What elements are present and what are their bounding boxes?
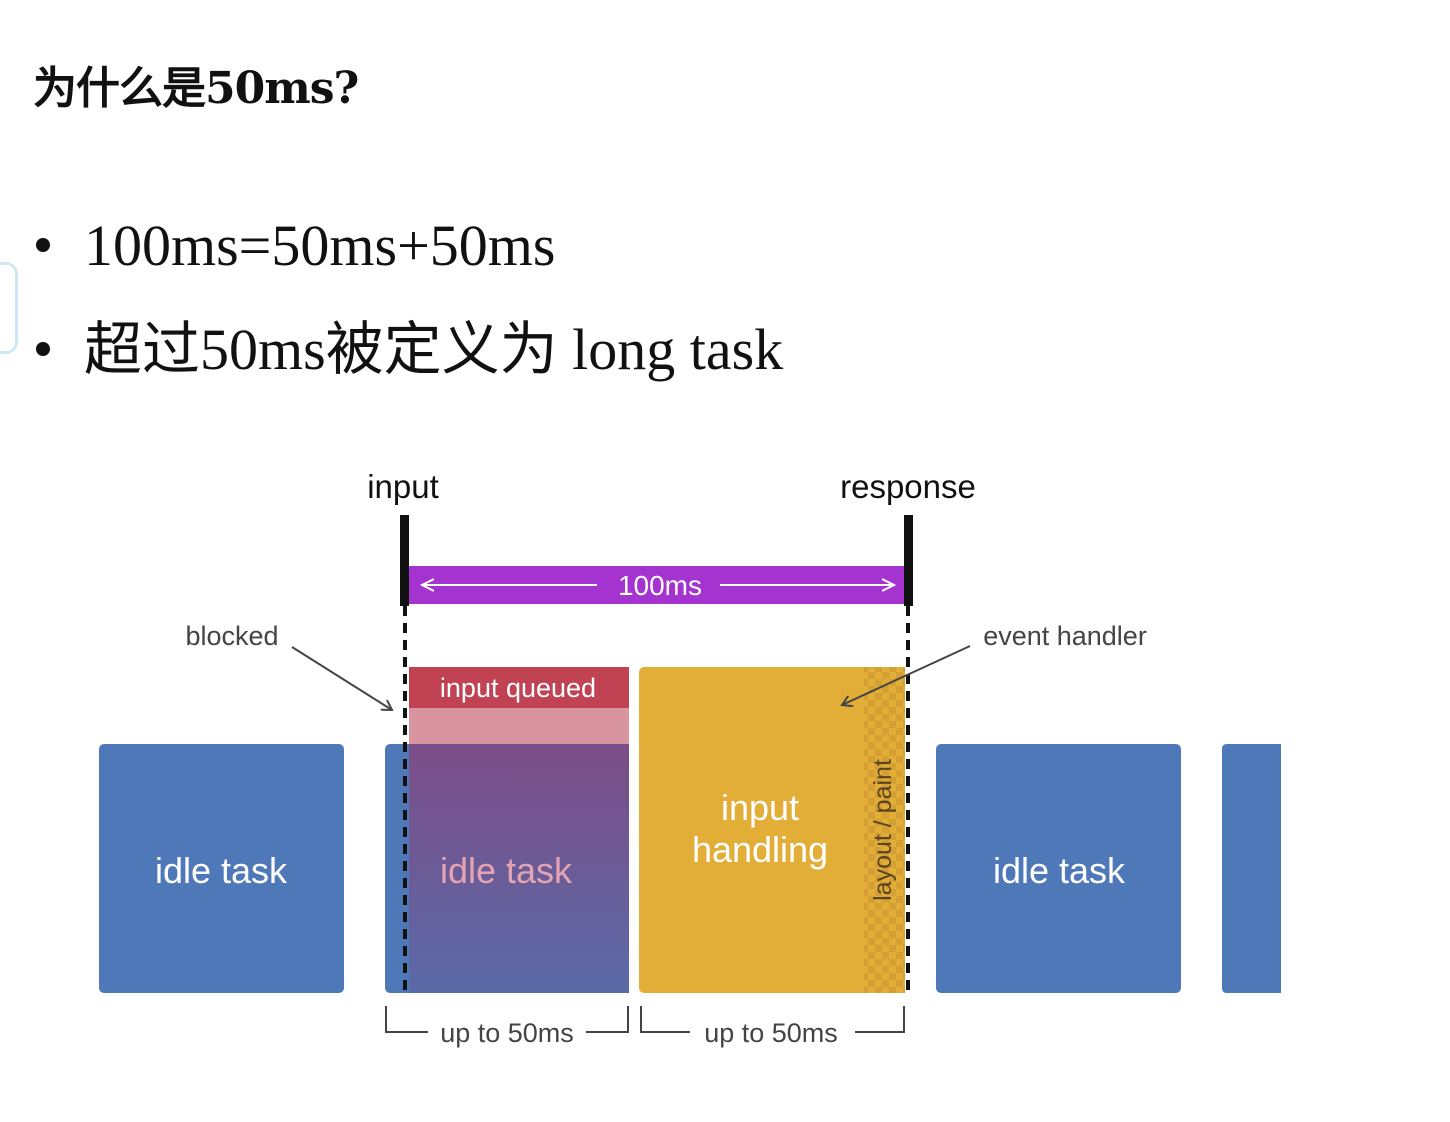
input-queued-bar xyxy=(409,667,629,708)
bullet-text-2: 超过50ms被定义为 long task xyxy=(84,317,784,382)
layout-paint-label: layout / paint xyxy=(869,759,897,901)
bullet-dot xyxy=(36,342,50,356)
idle-task-block-4 xyxy=(1222,744,1281,993)
bullet-item-1: 100ms=50ms+50ms xyxy=(30,210,783,314)
bracket-2 xyxy=(640,1006,905,1033)
event-handler-arrow xyxy=(842,645,971,705)
input-handling-label-line2: handling xyxy=(692,829,828,870)
idle-task-label-3: idle task xyxy=(993,850,1126,891)
idle-task-label-1: idle task xyxy=(155,850,288,891)
idle-task-label-2: idle task xyxy=(440,850,573,891)
bullet-list: 100ms=50ms+50ms 超过50ms被定义为 long task xyxy=(30,210,783,418)
idle-task-block-3 xyxy=(936,744,1181,993)
input-handling-label-line1: input xyxy=(721,787,799,828)
bracket-1 xyxy=(385,1006,629,1033)
edge-decoration xyxy=(0,262,18,354)
bullet-item-2: 超过50ms被定义为 long task xyxy=(30,314,783,418)
input-handling-block xyxy=(639,667,905,993)
bullet-dot xyxy=(36,238,50,252)
response-marker xyxy=(904,515,913,606)
page-title: 为什么是50ms? xyxy=(33,63,359,114)
layout-paint-block xyxy=(864,667,905,993)
event-handler-label: event handler xyxy=(983,621,1147,651)
bullet-text-1: 100ms=50ms+50ms xyxy=(84,213,556,278)
idle-task-block-1 xyxy=(99,744,344,993)
bracket-label-1: up to 50ms xyxy=(440,1018,574,1048)
response-label: response xyxy=(840,468,976,505)
blocked-label: blocked xyxy=(185,621,278,651)
span-label: 100ms xyxy=(618,570,702,601)
input-marker xyxy=(400,515,409,606)
input-queued-label: input queued xyxy=(440,673,596,703)
input-queued-tail xyxy=(409,708,629,748)
blocked-arrow xyxy=(291,646,392,710)
bracket-label-2: up to 50ms xyxy=(704,1018,838,1048)
input-label: input xyxy=(367,468,439,505)
blocked-overlap xyxy=(409,744,629,993)
